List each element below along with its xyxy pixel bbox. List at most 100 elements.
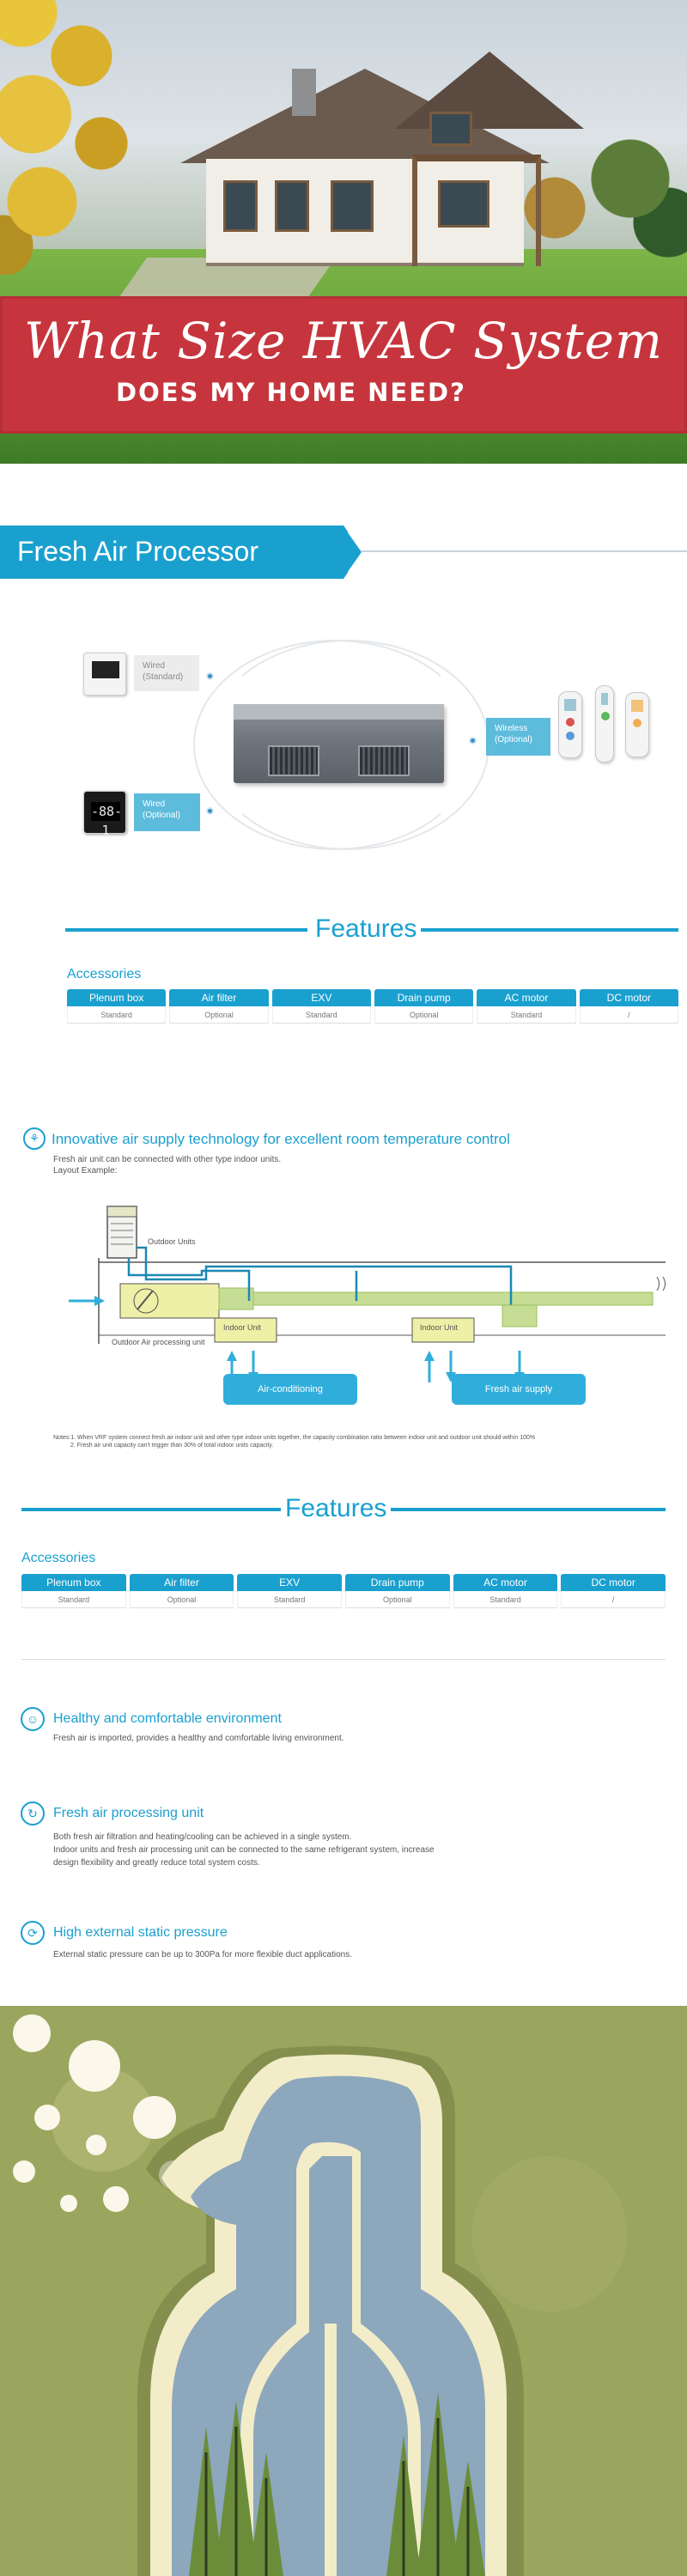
feature-text: Fresh air is imported, provides a health… <box>53 1734 344 1743</box>
indoor-unit-2-label: Indoor Unit <box>420 1323 459 1332</box>
wired-standard-note: (Standard) <box>143 672 184 682</box>
hero-banner: What Size HVAC System DOES MY HOME NEED? <box>0 296 687 434</box>
table-header: EXV <box>237 1574 342 1591</box>
layout-example-diagram <box>69 1206 666 1382</box>
table-header: AC motor <box>453 1574 558 1591</box>
features-title: Features <box>285 1494 387 1522</box>
section-title: Fresh Air Processor <box>17 536 258 567</box>
controller-display: -88-1 <box>91 802 123 838</box>
table-cell: Standard <box>271 1006 371 1024</box>
connector-dot <box>469 737 477 744</box>
accessories-label: Accessories <box>67 967 142 981</box>
accessories-label: Accessories <box>21 1551 96 1565</box>
wired-standard-tag: Wired (Standard) <box>134 655 199 691</box>
accessories-table: Plenum box Air filter EXV Drain pump AC … <box>67 989 678 1024</box>
trees-illustration <box>189 2392 485 2576</box>
note-2: 2. Fresh air unit capacity can't trigger… <box>70 1443 274 1449</box>
wired-optional-note: (Optional) <box>143 811 180 820</box>
lungs-illustration <box>0 2006 687 2576</box>
flower-decoration <box>69 2040 120 2092</box>
innovative-line2: Layout Example: <box>53 1166 118 1176</box>
section-divider <box>361 550 687 552</box>
hero-autumn-leaves <box>0 0 180 275</box>
remote-control-image <box>595 685 614 762</box>
wired-standard-label: Wired <box>143 661 166 671</box>
airflow-icon: ⟳ <box>21 1921 45 1945</box>
layout-notes: Notes:1. When VRF system connect fresh a… <box>53 1434 535 1449</box>
feature-title: Healthy and comfortable environment <box>53 1711 282 1726</box>
feature-text: Indoor units and fresh air processing un… <box>53 1845 435 1855</box>
hero-house <box>180 52 584 266</box>
flower-decoration <box>34 2105 60 2130</box>
table-cell: Standard <box>477 1006 576 1024</box>
person-icon: ☺ <box>21 1707 45 1731</box>
table-header: Plenum box <box>21 1574 126 1591</box>
hero-subtitle: DOES MY HOME NEED? <box>116 378 466 407</box>
flower-decoration <box>103 2186 129 2212</box>
indoor-unit-1-label: Indoor Unit <box>223 1323 262 1332</box>
flower-decoration <box>133 2096 176 2139</box>
remote-control-image <box>558 691 582 758</box>
features-rule-left <box>21 1508 281 1511</box>
feature-text: Both fresh air filtration and heating/co… <box>53 1832 352 1842</box>
outdoor-unit-image <box>106 1206 137 1259</box>
table-header: Drain pump <box>374 989 474 1006</box>
hero-title: What Size HVAC System <box>23 312 664 370</box>
table-header: EXV <box>271 989 371 1006</box>
table-header: Air filter <box>169 989 269 1006</box>
table-cell: Standard <box>21 1591 126 1608</box>
feature-title: Fresh air processing unit <box>53 1806 204 1820</box>
connector-dot <box>206 807 214 815</box>
table-header: Air filter <box>129 1574 234 1591</box>
hero-image: What Size HVAC System DOES MY HOME NEED? <box>0 0 687 464</box>
flower-decoration <box>13 2014 51 2052</box>
air-conditioning-label: Air-conditioning <box>223 1374 357 1405</box>
innovative-line1: Fresh air unit can be connected with oth… <box>53 1155 282 1164</box>
wired-optional-tag: Wired (Optional) <box>134 793 200 831</box>
features-rule-left <box>65 928 307 932</box>
table-header: AC motor <box>477 989 576 1006</box>
table-cell: / <box>561 1591 666 1608</box>
outdoor-units-label: Outdoor Units <box>148 1237 196 1246</box>
flower-decoration <box>60 2195 77 2212</box>
table-header: DC motor <box>579 989 678 1006</box>
fresh-air-supply-label: Fresh air supply <box>452 1374 586 1405</box>
features-rule-right <box>391 1508 666 1511</box>
table-cell: Optional <box>374 1006 474 1024</box>
innovative-title: Innovative air supply technology for exc… <box>52 1131 510 1147</box>
thermometer-icon: ⚘ <box>23 1127 46 1150</box>
remote-control-image <box>625 692 649 757</box>
features-title: Features <box>315 914 417 943</box>
note-1: Notes:1. When VRF system connect fresh a… <box>53 1435 536 1441</box>
oapu-label: Outdoor Air processing unit <box>112 1338 205 1346</box>
indoor-unit-2-box <box>411 1317 475 1343</box>
wired-controller-optional-image: -88-1 <box>83 791 126 838</box>
table-cell: Optional <box>169 1006 269 1024</box>
flower-decoration <box>86 2135 106 2155</box>
wireless-optional-tag: Wireless (Optional) <box>486 718 550 756</box>
features-rule-right <box>421 928 678 932</box>
feature-text: External static pressure can be up to 30… <box>53 1950 352 1959</box>
table-cell: Standard <box>67 1006 167 1024</box>
connector-dot <box>206 672 214 680</box>
wired-optional-label: Wired <box>143 799 166 809</box>
table-cell: Optional <box>344 1591 450 1608</box>
fresh-air-processor-unit-image <box>234 704 444 783</box>
accessories-table: Plenum box Air filter EXV Drain pump AC … <box>21 1574 666 1608</box>
table-header: Plenum box <box>67 989 167 1006</box>
table-cell: Standard <box>237 1591 342 1608</box>
section-divider <box>21 1659 666 1660</box>
table-header: DC motor <box>561 1574 666 1591</box>
feature-text: design flexibility and greatly reduce to… <box>53 1858 260 1868</box>
table-cell: Optional <box>129 1591 234 1608</box>
table-header: Drain pump <box>344 1574 450 1591</box>
table-cell: Standard <box>453 1591 558 1608</box>
feature-title: High external static pressure <box>53 1925 228 1940</box>
indoor-unit-1-box <box>214 1317 277 1343</box>
flower-decoration <box>13 2160 35 2183</box>
wired-controller-standard-image <box>83 653 126 696</box>
wireless-optional-label: Wireless <box>495 724 528 733</box>
table-cell: / <box>579 1006 678 1024</box>
cycle-icon: ↻ <box>21 1801 45 1826</box>
wireless-optional-note: (Optional) <box>495 735 532 744</box>
